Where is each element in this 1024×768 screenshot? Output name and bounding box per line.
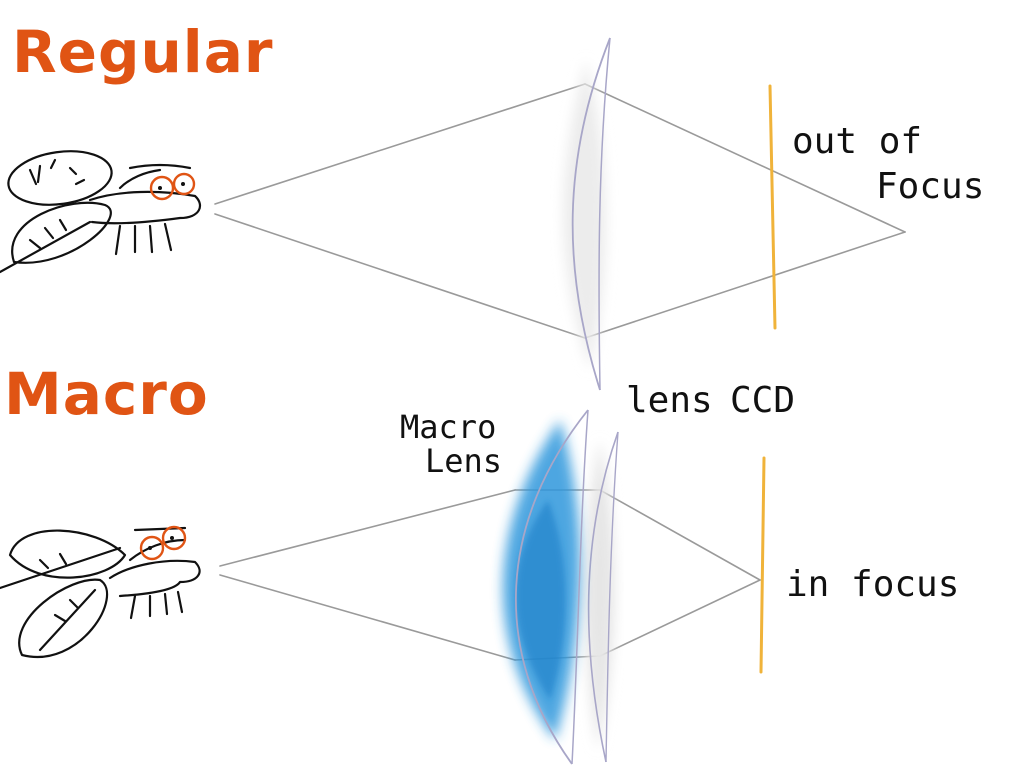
- fly-regular-icon: [0, 150, 202, 274]
- ccd-sensor-regular: [768, 84, 777, 330]
- label-in-focus: in focus: [786, 564, 959, 605]
- label-focus: Focus: [876, 166, 984, 207]
- label-macro-lens-line2: Lens: [425, 442, 502, 480]
- lens-regular: [563, 37, 611, 391]
- label-ccd: CCD: [730, 380, 795, 421]
- lens-behind-macro: [584, 431, 619, 763]
- light-rays-regular: [214, 83, 906, 339]
- ccd-sensor-macro: [759, 456, 766, 674]
- heading-regular: Regular: [12, 18, 273, 86]
- label-lens: lens: [626, 380, 713, 421]
- heading-macro: Macro: [4, 360, 209, 428]
- label-macro-lens-line1: Macro: [400, 408, 496, 446]
- light-rays-macro: [219, 489, 761, 661]
- fly-macro-icon: [0, 525, 201, 658]
- macro-lens: [502, 409, 589, 765]
- label-out-of: out of: [792, 121, 922, 162]
